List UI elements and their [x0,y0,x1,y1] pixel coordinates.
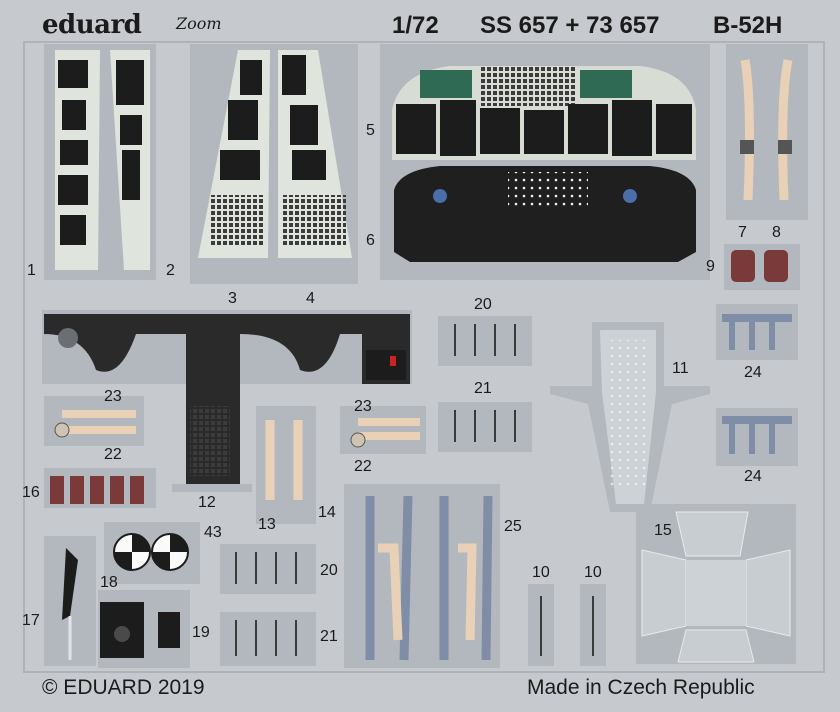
part-number-24-bottom: 24 [744,468,762,485]
copyright-text: © EDUARD 2019 [42,676,205,699]
part-number-17: 17 [22,612,40,629]
control-box-18-19 [98,590,190,668]
fret-border [23,41,825,673]
part-number-14: 14 [318,504,336,521]
harness-straps-top-right [726,44,808,220]
part-number-19: 19 [192,624,210,641]
part-number-9: 9 [706,258,715,275]
buckle-strip-21-bottom [220,612,316,666]
part-number-2: 2 [166,262,175,279]
part-number-11: 11 [672,360,689,377]
seat-pads-16 [44,468,156,508]
part-number-7: 7 [738,224,747,241]
harness-set-25 [344,484,500,668]
part-number-16: 16 [22,484,40,501]
part-number-15: 15 [654,522,672,539]
part-number-20-bottom: 20 [320,562,338,579]
part-number-23-left: 23 [104,388,122,405]
part-number-5: 5 [366,122,375,139]
part-number-3: 3 [228,290,237,307]
set-number: SS 657 + 73 657 [480,12,660,39]
part-number-6: 6 [366,232,375,249]
part-number-21-bottom: 21 [320,628,338,645]
part-number-13: 13 [258,516,276,533]
lap-belt-22-23-left [44,396,144,446]
part-number-22-right: 22 [354,458,372,475]
part-number-10-left: 10 [532,564,550,581]
hatch-15 [636,504,796,664]
buckle-strip-20-top [438,316,532,366]
part-number-21-top: 21 [474,380,492,397]
part-number-8: 8 [772,224,781,241]
floor-extension-12 [172,484,252,492]
part-number-1: 1 [27,262,36,279]
buckle-strip-21-top [438,402,532,452]
part-number-10-right: 10 [584,564,602,581]
part-number-22-left: 22 [104,446,122,463]
side-console-1 [44,44,156,280]
origin-text: Made in Czech Republic [527,676,755,699]
zoom-logo-text: Zoom [176,14,222,33]
part-10-right [580,584,606,666]
lap-belt-22-23-right [340,406,426,454]
shoulder-straps-13-14 [256,406,316,524]
buckle-strip-20-bottom [220,544,316,594]
part-number-23-right: 23 [354,398,372,415]
parts-7-8-9 [724,244,800,290]
dials-43 [104,522,200,584]
scale-label: 1/72 [392,12,439,39]
brand-logo-text: eduard [42,10,142,40]
part-number-25: 25 [504,518,522,535]
part-number-18: 18 [100,574,118,591]
part-10-left [528,584,554,666]
blue-straps-24-top [716,304,798,360]
part-number-4: 4 [306,290,315,307]
side-console-2 [190,44,358,284]
cockpit-floor-3-4 [42,310,412,484]
main-instrument-panel [380,44,710,280]
aircraft-name: B-52H [713,12,783,39]
part-number-24-top: 24 [744,364,762,381]
part-number-20-top: 20 [474,296,492,313]
part-number-43: 43 [204,524,222,541]
blue-straps-24-bottom [716,408,798,466]
lever-17 [44,536,96,666]
seat-back-11 [550,322,710,512]
part-number-12: 12 [198,494,216,511]
